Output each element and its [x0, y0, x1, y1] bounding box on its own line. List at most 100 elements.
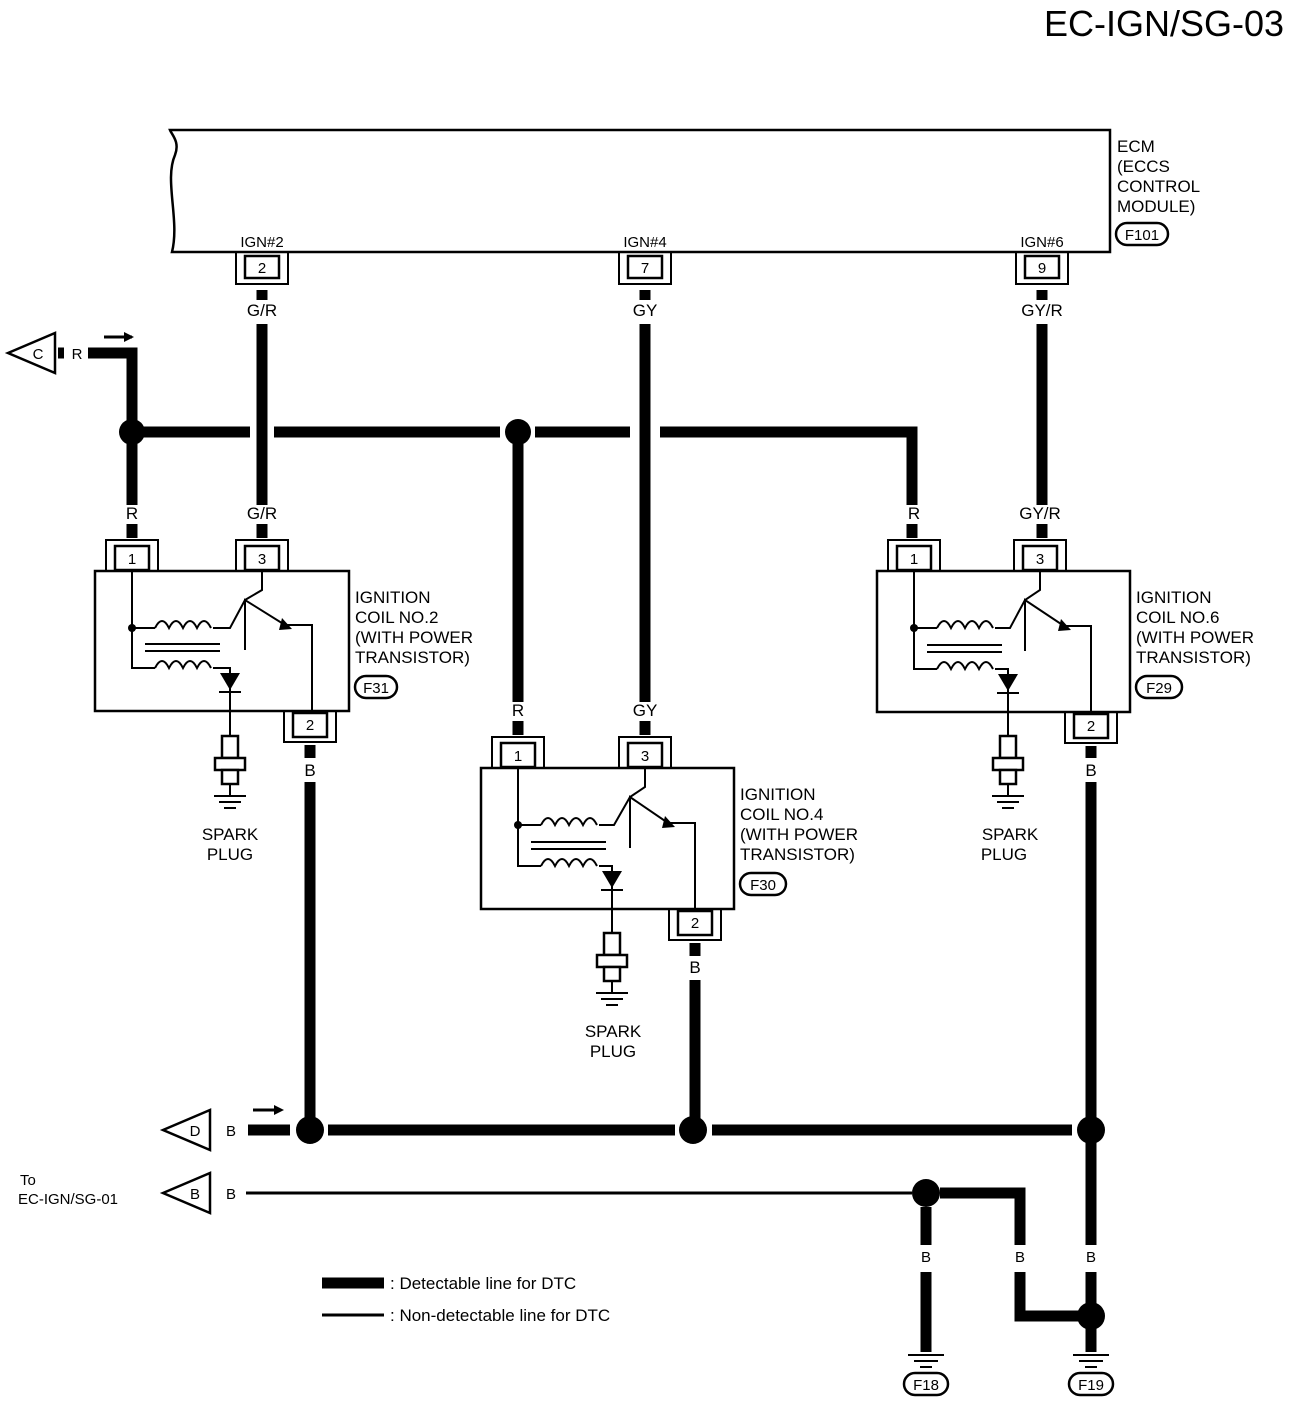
ecm-module: ECM (ECCS CONTROL MODULE) F101 — [168, 128, 1200, 254]
wire-color-label: GY — [633, 301, 658, 320]
pin-number: 2 — [306, 717, 314, 734]
legend: : Detectable line for DTC : Non-detectab… — [322, 1274, 610, 1325]
to-label: EC-IGN/SG-01 — [18, 1191, 118, 1208]
wire-b-to-f19 — [940, 1187, 1026, 1245]
wire-color-label: B — [1085, 761, 1096, 780]
ecm-label-line3: CONTROL — [1117, 177, 1200, 196]
ecm-terminal-signal: IGN#4 — [623, 234, 666, 251]
legend-detectable-label: : Detectable line for DTC — [390, 1274, 576, 1293]
ecm-terminal-ign6: IGN#6 9 GY/R — [1015, 234, 1069, 320]
offpage-connector-c: C R — [4, 331, 134, 375]
connector-pin — [1021, 544, 1059, 572]
spark-plug-label: PLUG — [207, 845, 253, 864]
ground-icon: F19 — [1067, 1354, 1115, 1397]
wire-color-label: GY/R — [1021, 301, 1063, 320]
coil-label: (WITH POWER — [1136, 628, 1254, 647]
spark-plug-label: SPARK — [202, 825, 259, 844]
wire-color-label: B — [226, 1186, 236, 1203]
spark-plug-3: SPARK PLUG — [981, 734, 1039, 864]
offpage-connector-d: D B — [159, 1105, 284, 1152]
coil-connector-id: F31 — [363, 680, 389, 697]
connector-pin — [626, 254, 664, 280]
junction-dot — [296, 1116, 324, 1144]
wire-color-label: R — [908, 504, 920, 523]
coil-label: IGNITION — [1136, 588, 1212, 607]
wire-r-bus — [132, 426, 918, 505]
connector-pin — [243, 254, 281, 280]
ecm-terminal-signal: IGN#2 — [240, 234, 283, 251]
junction-dot — [1077, 1116, 1105, 1144]
coil-connector-badge — [1134, 674, 1184, 700]
coil-label: (WITH POWER — [355, 628, 473, 647]
coil-box — [479, 766, 736, 911]
connector-pin — [291, 711, 329, 739]
wire-color-label: B — [226, 1123, 236, 1140]
coil-connector-badge — [353, 674, 399, 700]
wire-color-label: GY — [633, 701, 658, 720]
coil-connector-id: F30 — [750, 877, 776, 894]
spark-plug-label: SPARK — [982, 825, 1039, 844]
wire-color-label: R — [126, 504, 138, 523]
spark-plug-2: SPARK PLUG — [585, 931, 642, 1061]
coil-connector-badge — [738, 871, 788, 897]
ground-icon: F18 — [902, 1354, 950, 1397]
connector-pin — [1023, 254, 1061, 280]
wire-b-f19-loop — [1014, 1272, 1078, 1322]
pin-number: 3 — [641, 748, 649, 765]
pin-number: 1 — [514, 748, 522, 765]
pin-number: 3 — [258, 551, 266, 568]
to-label: To — [20, 1172, 36, 1189]
pin-number: 2 — [1087, 718, 1095, 735]
pin-number: 2 — [691, 915, 699, 932]
spark-plug-label: PLUG — [590, 1042, 636, 1061]
coil-label: TRANSISTOR) — [355, 648, 470, 667]
page-code: EC-IGN/SG-03 — [1044, 3, 1284, 44]
wire-color-label: B — [921, 1249, 931, 1266]
coil-label: COIL NO.4 — [740, 805, 823, 824]
wire-color-label: G/R — [247, 504, 277, 523]
ecm-connector-badge — [1114, 221, 1170, 247]
pin-number: 7 — [641, 260, 649, 277]
coil-label: TRANSISTOR) — [740, 845, 855, 864]
wire-color-label: G/R — [247, 301, 277, 320]
junction-dot — [1077, 1302, 1105, 1330]
coil-box — [875, 569, 1132, 714]
connector-letter: C — [33, 346, 44, 363]
junction-dot — [119, 419, 145, 445]
coil-label: (WITH POWER — [740, 825, 858, 844]
connector-letter: D — [190, 1123, 201, 1140]
ecm-label-line2: (ECCS — [1117, 157, 1170, 176]
ignition-coil-no6: R GY/R 1 3 2 B IGNITION COIL NO.6 (WITH … — [875, 504, 1254, 780]
spark-plug-label: PLUG — [981, 845, 1027, 864]
offpage-connector-b: To EC-IGN/SG-01 B B — [18, 1171, 236, 1215]
coil-connector-id: F29 — [1146, 680, 1172, 697]
ignition-coil-no4: R GY 1 3 2 B IGNITION COIL NO.4 (WITH PO… — [479, 701, 858, 977]
coil-label: IGNITION — [740, 785, 816, 804]
connector-letter: B — [190, 1186, 200, 1203]
ecm-terminal-ign4: IGN#4 7 GY — [618, 234, 672, 320]
wire-color-label: B — [1086, 1249, 1096, 1266]
junction-dot — [912, 1179, 940, 1207]
wire-color-label: R — [72, 346, 83, 363]
ignition-coil-no2: R G/R 1 3 2 B IGNITION COIL NO.2 (WITH P… — [93, 504, 473, 780]
pin-number: 2 — [258, 260, 266, 277]
wire-color-label: B — [689, 958, 700, 977]
ground-connector-id: F18 — [913, 1377, 939, 1394]
connector-pin — [113, 544, 151, 572]
pin-number: 9 — [1038, 260, 1046, 277]
spark-plug-label: SPARK — [585, 1022, 642, 1041]
ecm-label-line4: MODULE) — [1117, 197, 1195, 216]
connector-pin — [1072, 712, 1110, 740]
pin-number: 1 — [128, 551, 136, 568]
pin-number: 1 — [910, 551, 918, 568]
wire-color-label: GY/R — [1019, 504, 1061, 523]
coil-label: COIL NO.2 — [355, 608, 438, 627]
spark-plug-1: SPARK PLUG — [202, 734, 259, 864]
pin-number: 3 — [1036, 551, 1044, 568]
wire-r-supply — [58, 347, 138, 425]
junction-dot — [505, 419, 531, 445]
ground-connector-id: F19 — [1078, 1377, 1104, 1394]
ecm-connector-id: F101 — [1125, 227, 1159, 244]
ecm-terminal-ign2: IGN#2 2 G/R — [235, 234, 289, 320]
